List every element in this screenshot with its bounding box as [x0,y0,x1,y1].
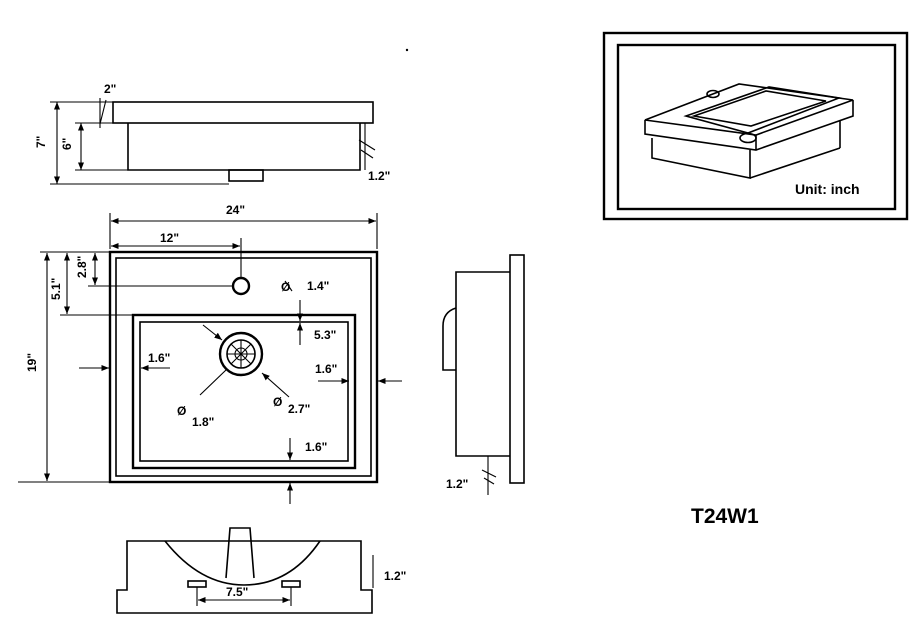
isometric-sink [644,83,854,179]
front-view-faucet [225,527,255,579]
top-faucet-hole-label: 1.4" [307,279,329,293]
front-edge-label: 1.2" [384,569,406,583]
side-view-drain [228,169,264,182]
diameter-symbol-hole: Ø [281,280,290,294]
top-faucet-center-label: 12" [160,231,179,245]
isometric-inset: Unit: inch [602,31,909,221]
side-view-top-slab [112,101,374,124]
front-view-right-foot [281,580,301,588]
inset-outer-frame [602,31,909,221]
top-view-bowl-outer [131,313,357,470]
right-view-slab [509,254,525,484]
top-drain-inner-label: 1.8" [192,415,214,429]
side-bowl-height-label: 6" [60,138,74,150]
front-view-outline [116,540,373,614]
front-feet-spacing-label: 7.5" [226,585,248,599]
top-margin-bottom-label: 1.6" [305,440,327,454]
top-margin-left-label: 1.6" [148,351,170,365]
unit-label: Unit: inch [795,181,860,197]
right-view-body [455,271,510,457]
top-drain-outer-label: 2.7" [288,402,310,416]
side-total-height-label: 7" [34,136,48,148]
top-view-outer-rim [108,250,379,484]
side-edge-label: 1.2" [368,169,390,183]
diameter-symbol-drain-outer: Ø [273,395,282,409]
top-drain-offset-label: 5.3" [314,328,336,342]
top-depth-label: 19" [25,353,39,372]
diameter-symbol-drain-inner: Ø [177,404,186,418]
side-lip-label: 2" [104,82,116,96]
right-edge-label: 1.2" [446,477,468,491]
inset-inner-frame [616,43,897,211]
side-view: 2" 7" 6" 1.2" [34,48,409,185]
front-view-bowl [164,540,321,586]
front-view: 7.5" 1.2" [116,527,406,614]
top-view-inner-rim [115,257,372,477]
top-width-label: 24" [226,203,245,217]
model-number: T24W1 [691,505,759,528]
right-view-faucet-bump [442,307,457,371]
right-view: 1.2" [442,254,525,495]
top-bowl-offset-label: 5.1" [49,278,63,300]
top-hole-offset-label: 2.8" [75,256,89,278]
drain [218,331,264,377]
stray-dot [405,48,409,52]
front-view-left-foot [187,580,207,588]
faucet-hole [231,276,251,296]
side-view-bowl [127,123,361,171]
top-margin-right-label: 1.6" [315,362,337,376]
top-view-bowl-inner [139,321,349,462]
top-view: 24" 12" 19" 2.8" 5.1" Ø 1.4" 5.3" 1.6" 1… [18,203,402,504]
